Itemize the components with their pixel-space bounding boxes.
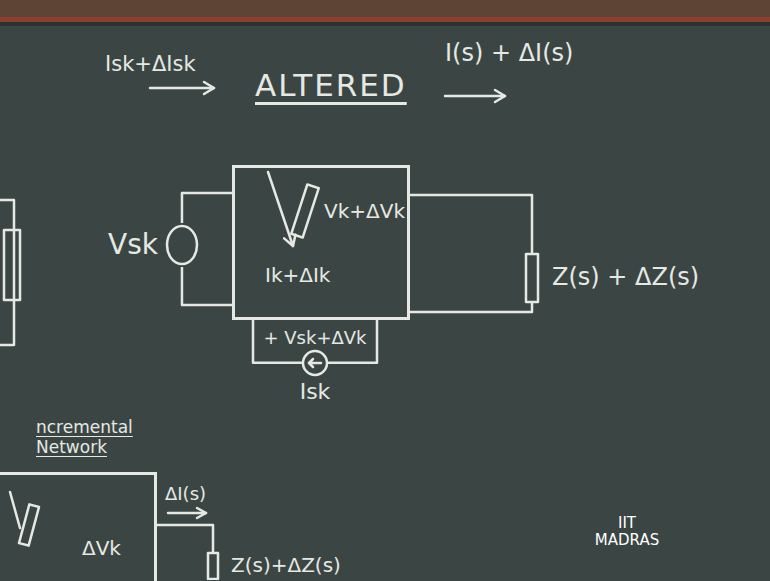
impedance-symbol [522, 250, 542, 306]
voltage-source-symbol [164, 223, 200, 267]
title: ALTERED [255, 68, 407, 104]
board-frame [0, 0, 770, 17]
voltage-source: Vsk [108, 223, 200, 267]
box-label: Ik+ΔIk [265, 264, 330, 287]
arrow-head [495, 90, 505, 102]
partial-sketch [4, 230, 20, 300]
source-label: Vsk [108, 229, 158, 261]
box-label: ΔVk [82, 537, 121, 560]
board-frame-shadow [0, 22, 770, 26]
incremental-network-box: ΔVk [0, 472, 157, 581]
current-label: Isk+ΔIsk [105, 52, 196, 76]
current-source-symbol [301, 349, 329, 377]
current-label: I(s) + ΔI(s) [445, 40, 573, 68]
watermark: IIT MADRAS [588, 515, 666, 550]
branch-current-arrow [268, 172, 293, 246]
current-arrow [445, 95, 505, 98]
impedance-label: Z(s)+ΔZ(s) [231, 554, 341, 577]
current-arrow [150, 87, 214, 90]
wire [182, 193, 232, 305]
arrow-head [284, 235, 295, 246]
branch-element-symbol [19, 504, 39, 545]
wire [410, 195, 532, 312]
wire [157, 525, 213, 553]
element-label: Vk+ΔVk [324, 200, 405, 223]
source-label: Isk [300, 379, 331, 404]
current-arrow [168, 512, 206, 515]
branch-current-arrow [10, 492, 20, 528]
wire [253, 320, 377, 363]
partial-sketch [0, 200, 14, 345]
impedance-symbol [205, 550, 221, 580]
branch-element: Vk+ΔVk [290, 180, 405, 242]
arrow-head [197, 508, 206, 518]
load-impedance: Z(s) + ΔZ(s) [522, 250, 699, 306]
section-heading: ncremental Network [36, 418, 148, 457]
impedance-label: Z(s) + ΔZ(s) [552, 264, 699, 292]
impedance-symbol [290, 180, 320, 242]
current-label: ΔI(s) [165, 484, 206, 505]
board-frame-stripe [0, 17, 770, 22]
source-voltage-label: + Vsk+ΔVk [263, 328, 366, 349]
current-source: + Vsk+ΔVkIsk [255, 328, 375, 404]
load-impedance: Z(s)+ΔZ(s) [205, 550, 341, 580]
arrow-head [204, 82, 214, 94]
network-box: Ik+ΔIk Vk+ΔVk [232, 165, 410, 320]
